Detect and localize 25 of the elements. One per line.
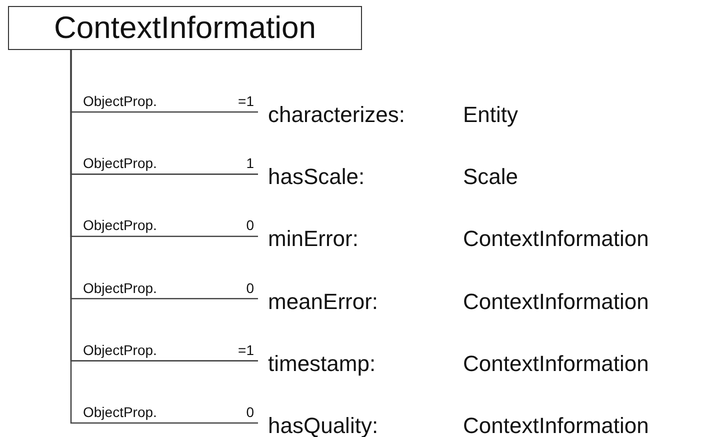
cardinality-label: =1 <box>238 342 254 358</box>
edge-label: ObjectProp. <box>83 155 157 172</box>
range-class: ContextInformation <box>463 225 649 254</box>
property-name: characterizes: <box>268 101 405 129</box>
property-name: meanError: <box>268 288 378 316</box>
edge-label: ObjectProp. <box>83 217 157 234</box>
property-name: minError: <box>268 225 358 254</box>
cardinality-label: 0 <box>246 404 254 420</box>
range-class: ContextInformation <box>463 288 649 316</box>
cardinality-label: 0 <box>246 280 254 296</box>
range-class: Scale <box>463 163 518 192</box>
property-name: hasScale: <box>268 163 365 192</box>
property-name: timestamp: <box>268 350 376 378</box>
range-class: Entity <box>463 101 518 129</box>
edge-label: ObjectProp. <box>83 404 157 420</box>
edge-label: ObjectProp. <box>83 342 157 358</box>
range-class: ContextInformation <box>463 350 649 378</box>
range-class: ContextInformation <box>463 412 649 437</box>
edge-label: ObjectProp. <box>83 280 157 296</box>
cardinality-label: 0 <box>246 217 254 234</box>
connector-line <box>70 50 258 424</box>
cardinality-label: 1 <box>246 155 254 172</box>
edge-label: ObjectProp. <box>83 93 157 109</box>
cardinality-label: =1 <box>238 93 254 109</box>
class-box: ContextInformation <box>8 6 362 50</box>
